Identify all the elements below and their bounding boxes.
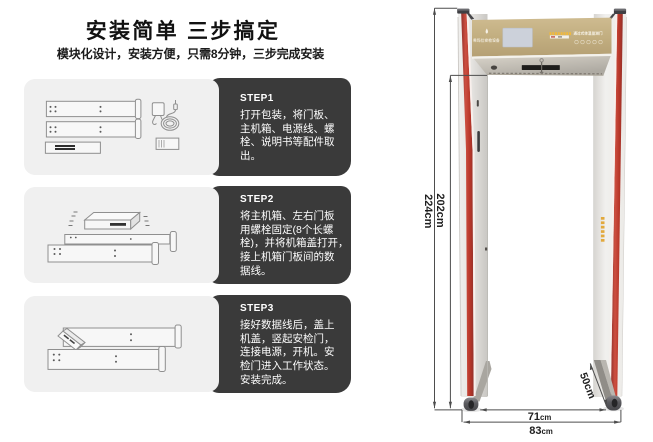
svg-text:224cm: 224cm [422, 194, 434, 228]
svg-text:202cm: 202cm [434, 193, 446, 227]
svg-text:希玛仕安检设备: 希玛仕安检设备 [473, 38, 500, 43]
svg-text:83cm: 83cm [529, 425, 553, 437]
svg-text:71cm: 71cm [528, 411, 552, 423]
svg-text:通过式体温监测门: 通过式体温监测门 [574, 31, 603, 36]
